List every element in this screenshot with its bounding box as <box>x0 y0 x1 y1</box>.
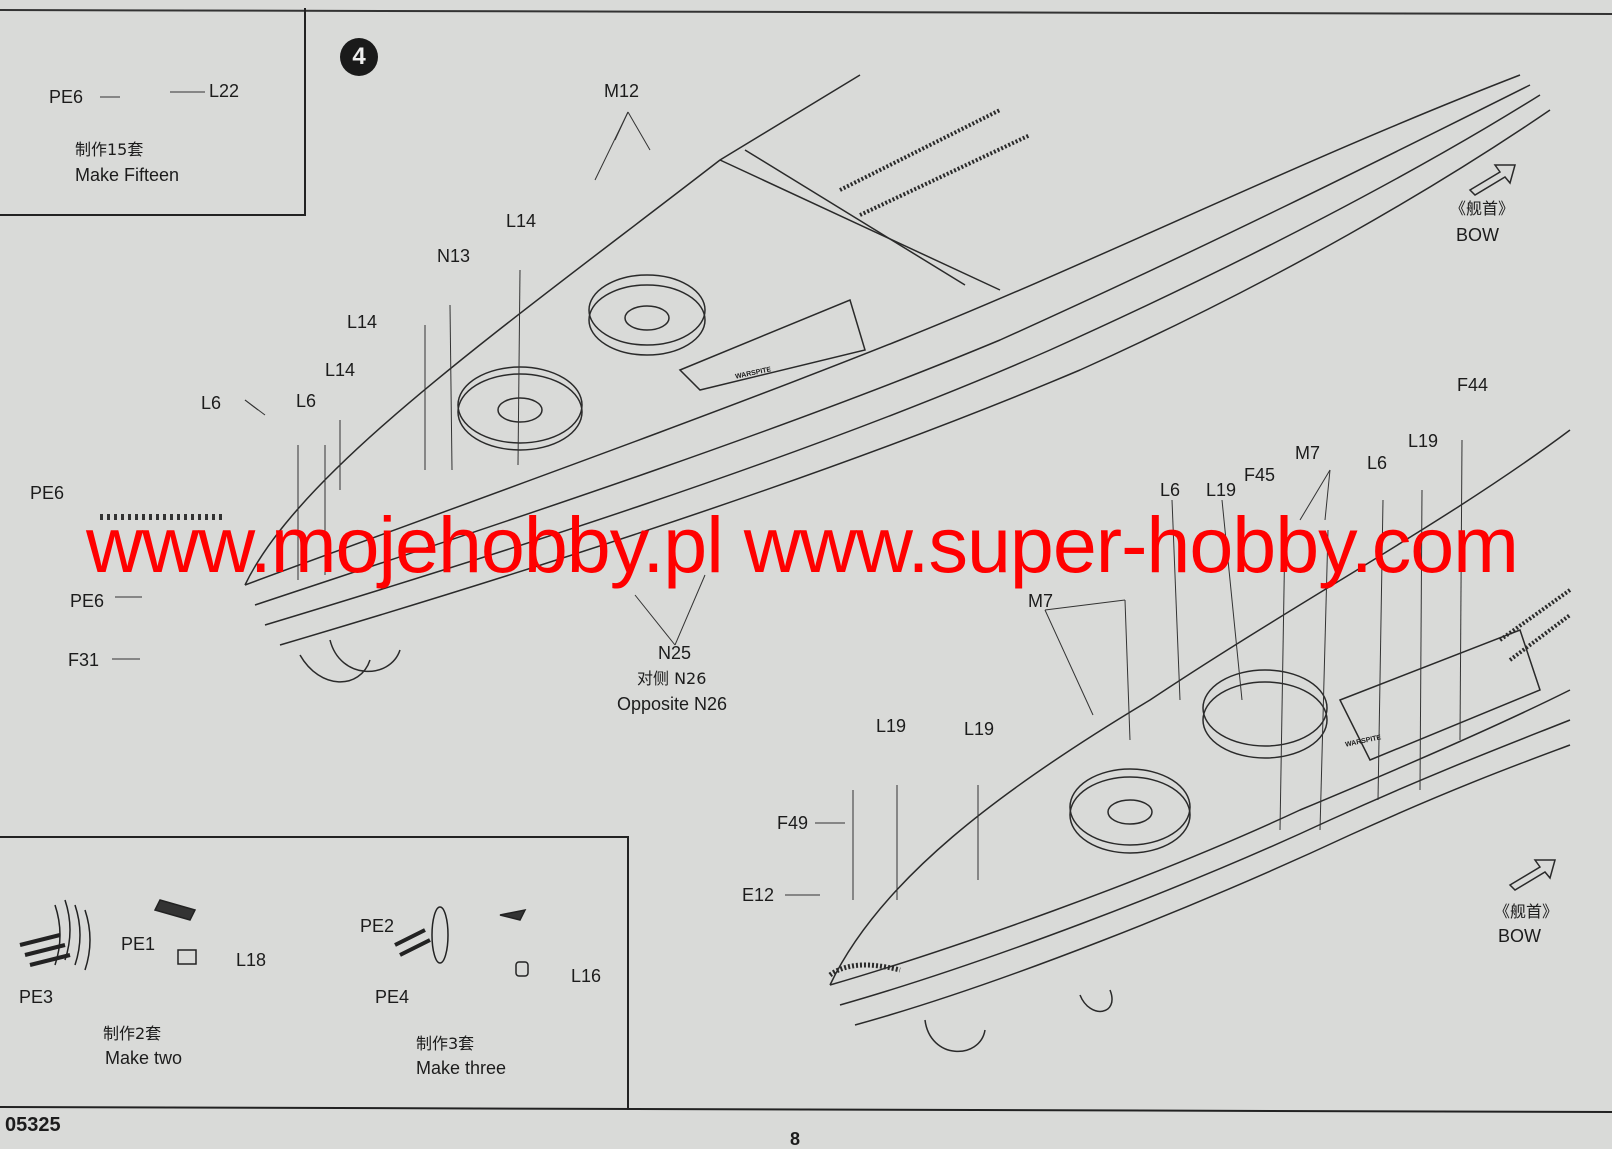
part-label: L19 <box>876 716 907 736</box>
part-label-pe6: PE6 <box>49 87 84 107</box>
quantity-cn: 制作15套 <box>75 140 144 159</box>
part-label: L19 <box>964 719 995 739</box>
part-label: F49 <box>777 813 809 833</box>
watermark: www.mojehobby.pl www.super-hobby.com <box>86 500 1519 589</box>
part-label: L6 <box>296 391 317 411</box>
product-code: 05325 <box>5 1114 61 1136</box>
quantity-cn: 制作2套 <box>103 1024 162 1043</box>
part-label: L19 <box>1408 431 1439 451</box>
lower-hull <box>828 429 1572 1053</box>
part-label: L14 <box>347 312 378 332</box>
quantity-en: Make three <box>416 1058 507 1078</box>
part-label: N13 <box>437 246 471 266</box>
part-label: M7 <box>1028 591 1054 611</box>
part-label: F45 <box>1244 465 1276 485</box>
part-label: L14 <box>506 211 537 231</box>
part-label: L19 <box>1206 480 1237 500</box>
bow-arrow-top <box>1468 164 1516 196</box>
part-label: L6 <box>201 393 222 413</box>
bottom-left-subassembly-box <box>0 836 629 1110</box>
leader-lines <box>100 91 1463 900</box>
photo-etch-parts-drawing <box>19 899 529 977</box>
quantity-cn: 制作3套 <box>416 1034 475 1053</box>
part-label: F31 <box>68 650 100 670</box>
part-label: M7 <box>1295 443 1321 463</box>
part-label: F44 <box>1457 375 1489 395</box>
part-label: L16 <box>571 966 602 986</box>
part-label: M12 <box>604 81 640 101</box>
part-label: N25 <box>658 643 692 663</box>
quantity-en: Make Fifteen <box>75 165 180 185</box>
opposite-note-en: Opposite N26 <box>617 694 728 714</box>
part-label: PE6 <box>30 483 65 503</box>
part-label: L18 <box>236 950 267 970</box>
part-label: L14 <box>325 360 356 380</box>
part-label: PE2 <box>360 916 395 936</box>
bow-label-cn: 《舰首》 <box>1450 199 1515 218</box>
upper-hull <box>244 74 1551 683</box>
part-label: PE3 <box>19 987 54 1007</box>
part-label: PE6 <box>70 591 105 611</box>
quantity-en: Make two <box>105 1048 183 1068</box>
bow-label-en: BOW <box>1498 926 1541 946</box>
part-label: L6 <box>1160 480 1181 500</box>
page-number: 8 <box>790 1129 801 1149</box>
part-label: E12 <box>742 885 775 905</box>
part-label-l22: L22 <box>209 81 240 101</box>
part-label: PE4 <box>375 987 410 1007</box>
top-left-subassembly-box <box>0 8 306 216</box>
bow-label-en: BOW <box>1456 225 1499 245</box>
opposite-note-cn: 对侧 N26 <box>637 669 707 688</box>
bow-arrow-bottom <box>1508 859 1556 891</box>
step-number-badge: 4 <box>340 38 378 76</box>
bow-label-cn: 《舰首》 <box>1494 902 1559 921</box>
part-label: PE1 <box>121 934 156 954</box>
part-label: L6 <box>1367 453 1388 473</box>
